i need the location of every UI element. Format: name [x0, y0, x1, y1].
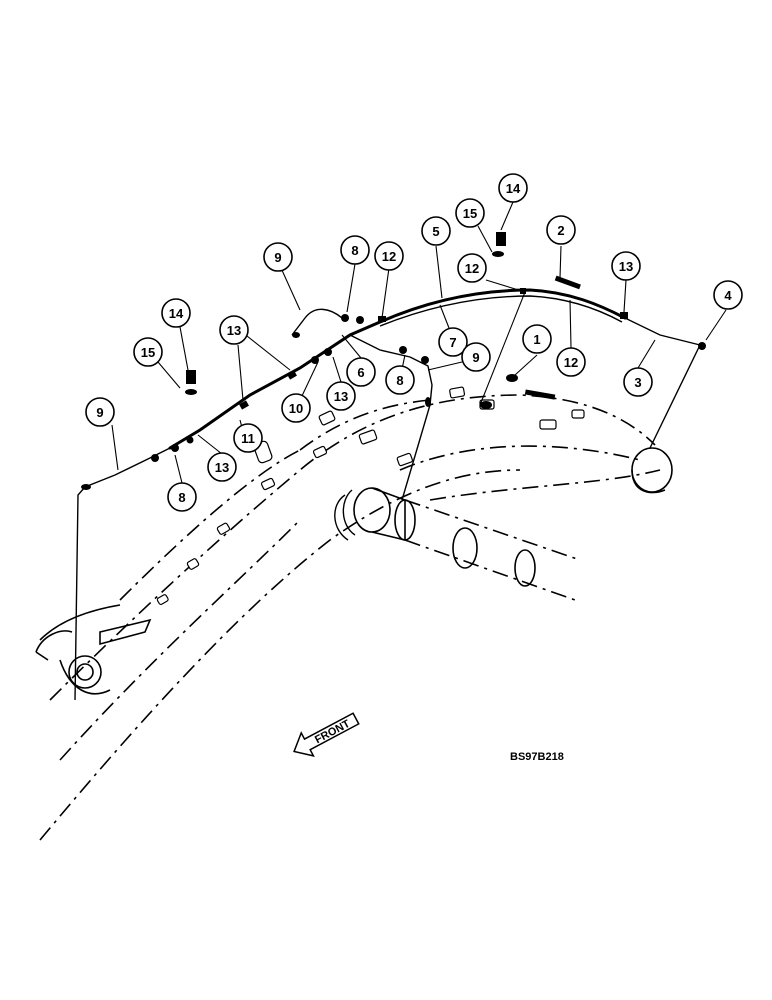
svg-text:13: 13 — [227, 323, 241, 338]
boom-tip-pin — [631, 447, 673, 494]
callout-13-right: 13 — [611, 251, 641, 281]
callout-13-top-left: 13 — [219, 315, 249, 345]
callout-2: 2 — [546, 215, 576, 245]
svg-text:12: 12 — [564, 355, 578, 370]
callout-15-right: 15 — [455, 198, 485, 228]
callout-8-left: 8 — [167, 482, 197, 512]
svg-text:8: 8 — [178, 490, 185, 505]
callout-14-right: 14 — [498, 173, 528, 203]
callout-9-top: 9 — [263, 242, 293, 272]
wire-harness — [74, 232, 706, 701]
svg-text:14: 14 — [169, 306, 184, 321]
callout-1: 1 — [522, 324, 552, 354]
svg-text:8: 8 — [351, 243, 358, 258]
svg-text:14: 14 — [506, 181, 521, 196]
callout-5: 5 — [421, 216, 451, 246]
callout-12-top: 12 — [374, 241, 404, 271]
callout-13-left: 13 — [207, 452, 237, 482]
svg-text:5: 5 — [432, 224, 439, 239]
callout-9-left: 9 — [85, 397, 115, 427]
svg-text:12: 12 — [465, 261, 479, 276]
svg-text:2: 2 — [557, 223, 564, 238]
callout-14-left: 14 — [161, 298, 191, 328]
callout-11: 11 — [233, 423, 263, 453]
callout-13-center: 13 — [326, 381, 356, 411]
svg-text:15: 15 — [463, 206, 477, 221]
svg-text:4: 4 — [724, 288, 732, 303]
svg-text:1: 1 — [533, 332, 540, 347]
arm-cylinder — [334, 487, 581, 601]
bolt-right — [492, 232, 506, 257]
svg-text:15: 15 — [141, 345, 155, 360]
callout-12-middle: 12 — [457, 253, 487, 283]
callout-15-left: 15 — [133, 337, 163, 367]
svg-text:9: 9 — [472, 350, 479, 365]
callout-6: 6 — [346, 357, 376, 387]
boom-foot-pivot — [59, 618, 152, 695]
callout-10: 10 — [281, 393, 311, 423]
leader-lines — [111, 201, 727, 484]
svg-text:6: 6 — [357, 365, 364, 380]
svg-text:10: 10 — [289, 401, 303, 416]
callout-4: 4 — [713, 280, 743, 310]
boom-structure — [35, 386, 673, 841]
svg-text:12: 12 — [382, 249, 396, 264]
callout-7: 7 — [438, 327, 468, 357]
svg-text:9: 9 — [96, 405, 103, 420]
boom-slots — [156, 386, 585, 605]
front-direction-arrow: FRONT — [293, 712, 360, 757]
callout-8-middle: 8 — [385, 365, 415, 395]
svg-text:13: 13 — [619, 259, 633, 274]
bolt-left — [185, 370, 197, 395]
svg-text:13: 13 — [215, 460, 229, 475]
callout-3: 3 — [623, 367, 653, 397]
svg-text:3: 3 — [634, 375, 641, 390]
drawing-code: BS97B218 — [510, 751, 564, 763]
svg-text:8: 8 — [396, 373, 403, 388]
svg-text:9: 9 — [274, 250, 281, 265]
callout-12-right: 12 — [556, 347, 586, 377]
front-label: FRONT — [313, 718, 352, 747]
svg-text:13: 13 — [334, 389, 348, 404]
callout-9-right: 9 — [461, 342, 491, 372]
svg-text:7: 7 — [449, 335, 456, 350]
callout-8-top: 8 — [340, 235, 370, 265]
svg-text:11: 11 — [241, 431, 255, 446]
